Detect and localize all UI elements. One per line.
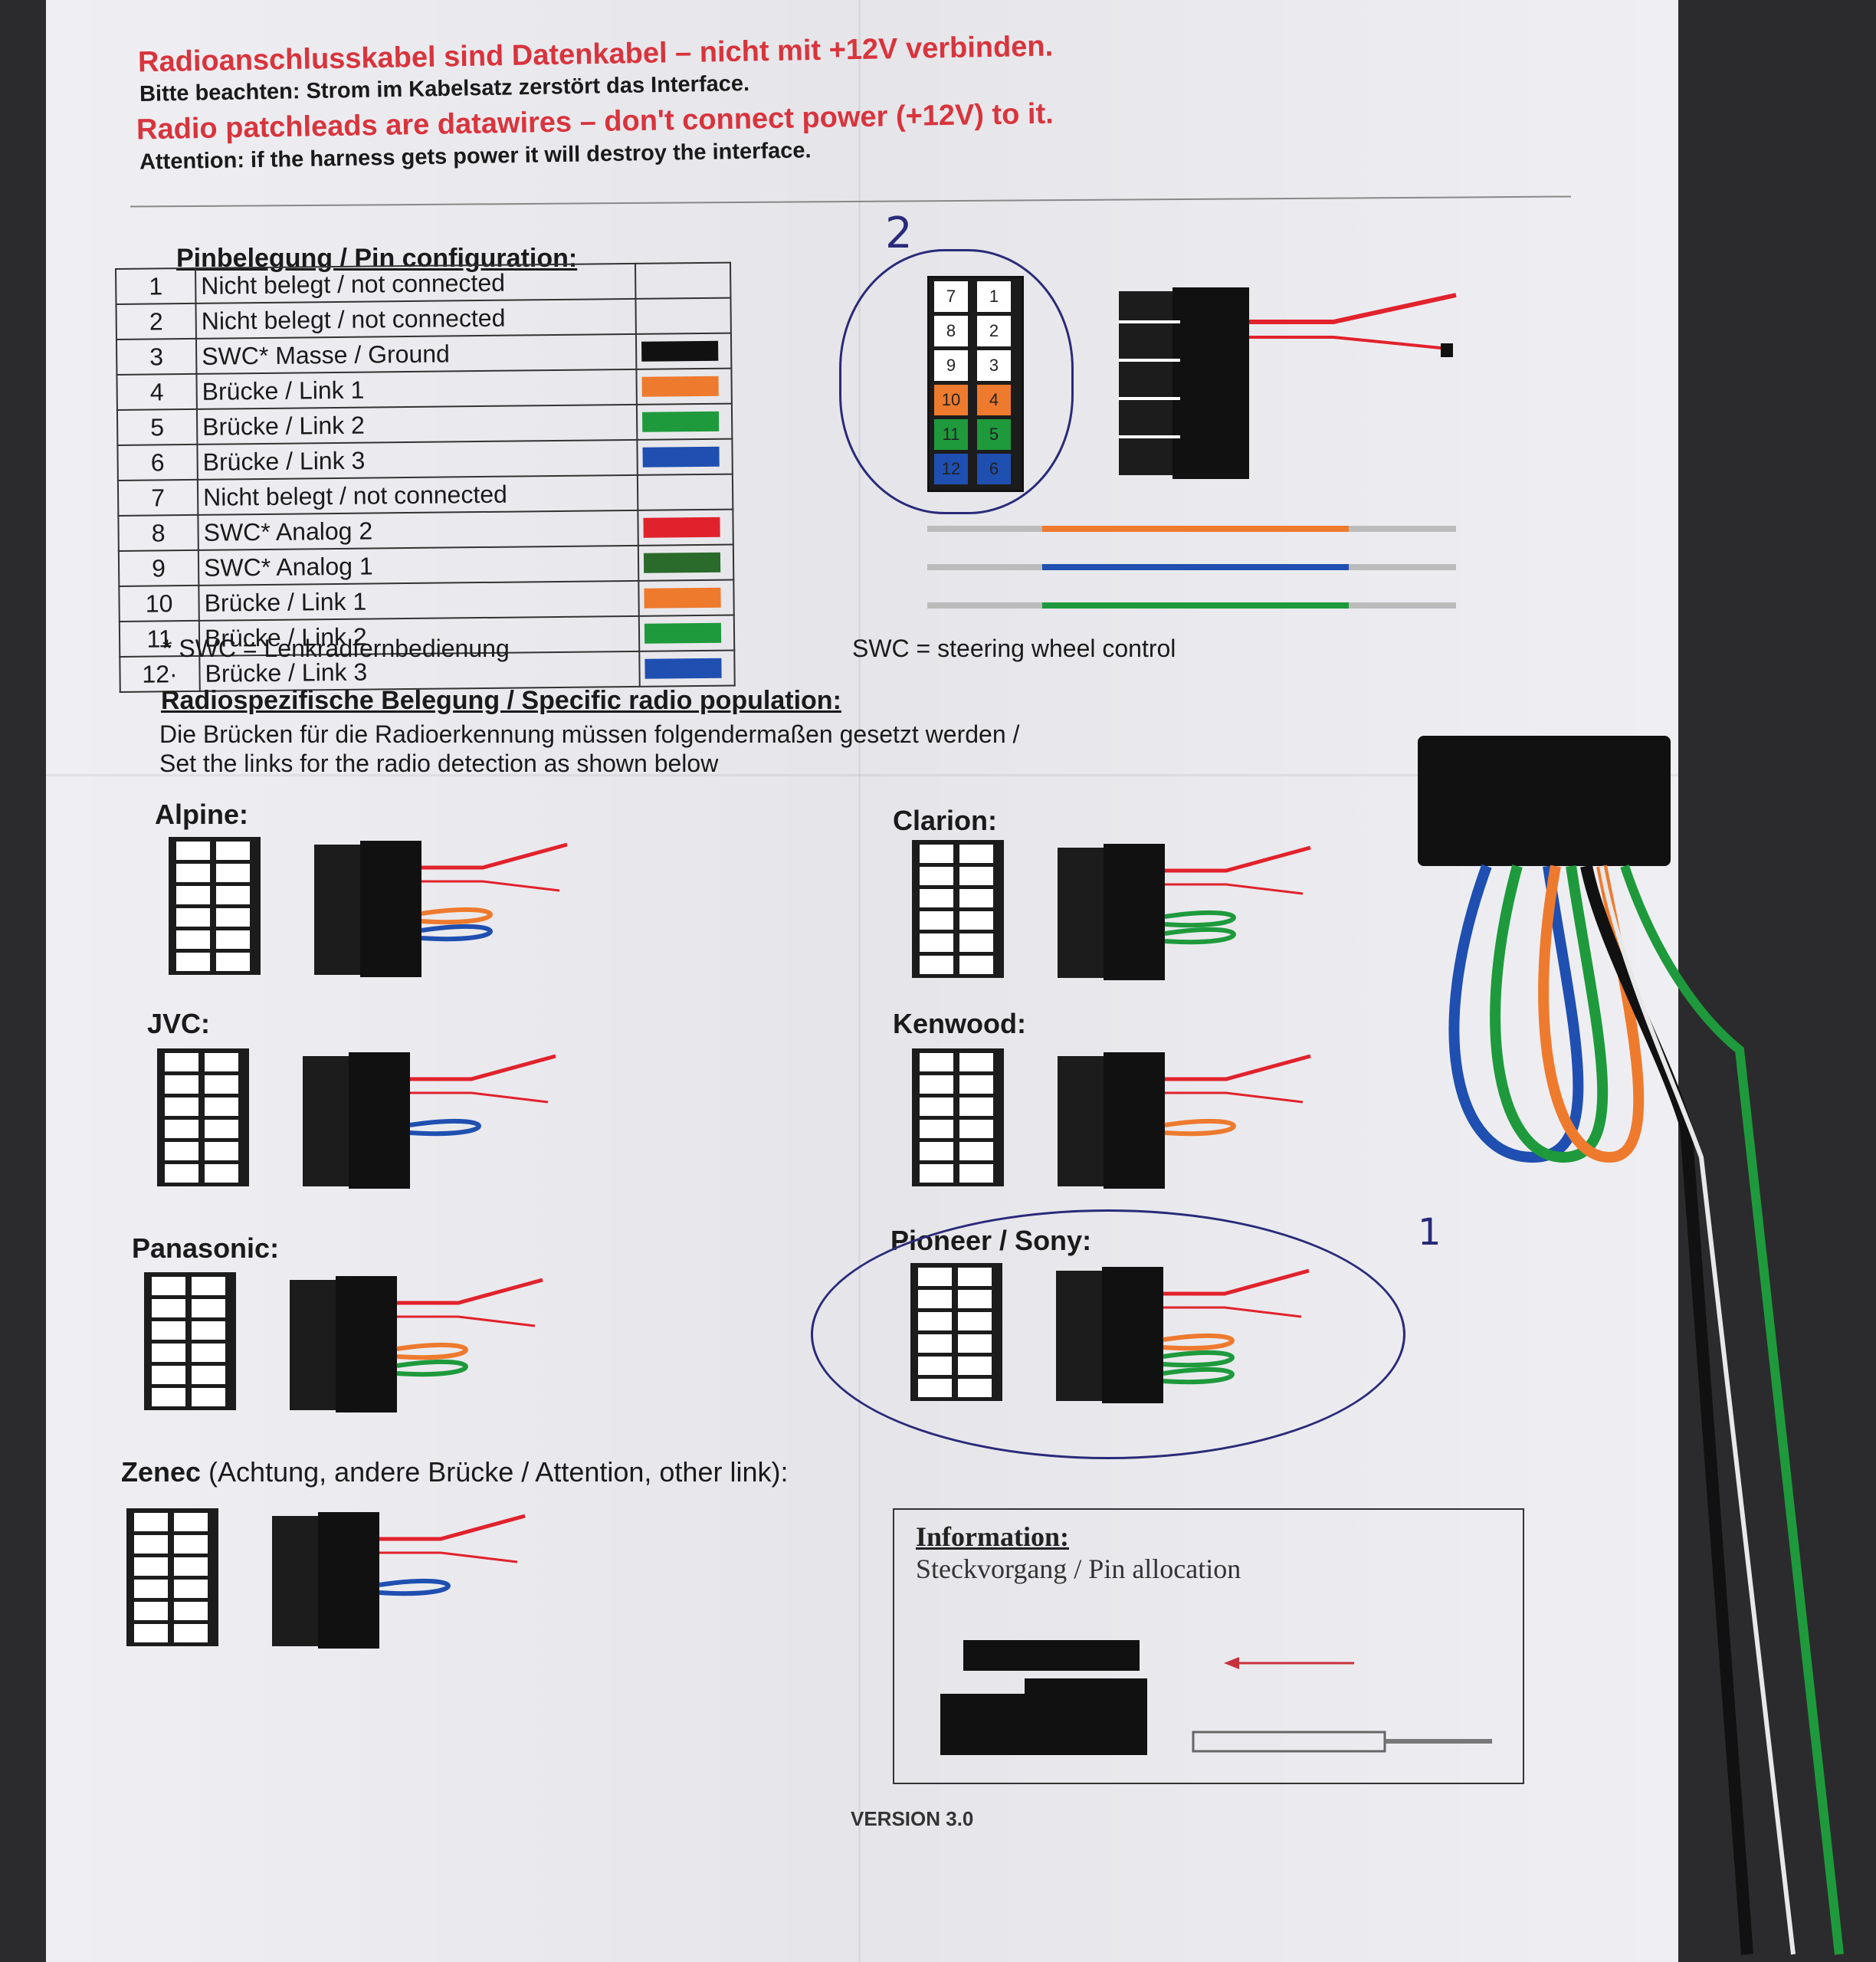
color-swatch (644, 587, 721, 609)
pin-label: Nicht belegt / not connected (195, 263, 636, 303)
pin-number: 9 (118, 550, 199, 586)
pin-label: SWC* Analog 2 (198, 510, 638, 550)
brand-connector-diagram (912, 1048, 1311, 1189)
harness-connector (1418, 736, 1671, 866)
brand-connector-diagram (910, 1263, 1310, 1403)
plug-housing (1172, 287, 1249, 479)
pin-label: Brücke / Link 1 (198, 580, 639, 621)
fold-line (46, 774, 1678, 776)
pin-number: 6 (117, 444, 198, 481)
pin-color (636, 368, 732, 405)
pin-color (638, 615, 735, 651)
handwritten-number: 2 (885, 208, 913, 258)
pin-color (638, 544, 734, 581)
pin-label: Nicht belegt / not connected (197, 474, 638, 515)
color-swatch (643, 517, 720, 538)
pin-number: 2 (116, 303, 196, 340)
plug-diagram (1119, 287, 1457, 479)
wiring-harness-photo (1418, 736, 1844, 1955)
pin-color (636, 403, 733, 440)
brand-zenec-name: Zenec (121, 1456, 202, 1488)
color-swatch (642, 411, 720, 432)
hand-drawn-circle (811, 1209, 1405, 1459)
pin-number: 4 (116, 373, 197, 410)
info-box: Information: Steckvorgang / Pin allocati… (893, 1508, 1524, 1784)
pin-number: 5 (116, 408, 198, 445)
info-subtitle: Steckvorgang / Pin allocation (916, 1554, 1241, 1584)
color-swatch (644, 658, 722, 679)
pin-color (637, 438, 733, 475)
version-label: VERSION 3.0 (851, 1807, 974, 1830)
specific-line-1: Die Brücken für die Radioerkennung müsse… (159, 720, 1020, 748)
pin-label: SWC* Analog 1 (198, 545, 639, 586)
pin-label: Brücke / Link 3 (197, 439, 638, 480)
pin-color (635, 297, 731, 334)
brand-zenec: Zenec (Achtung, andere Brücke / Attentio… (121, 1456, 788, 1488)
handwritten-number: 1 (1418, 1211, 1441, 1254)
specific-heading: Radiospezifische Belegung / Specific rad… (161, 686, 841, 715)
pin-number: 1 (116, 267, 196, 304)
pin-color (639, 650, 735, 687)
brand-clarion: Clarion: (893, 805, 998, 836)
pin-color (637, 474, 733, 510)
pin-label: SWC* Masse / Ground (195, 333, 637, 374)
pin-label: Brücke / Link 2 (196, 404, 638, 445)
pin-allocation-diagram (940, 1640, 1492, 1755)
color-swatch (644, 622, 722, 644)
fold-line (858, 0, 861, 1962)
wire-samples (927, 526, 1456, 609)
brand-jvc: JVC: (147, 1008, 211, 1039)
pin-number: 7 (117, 479, 198, 516)
pin-label: Nicht belegt / not connected (195, 298, 636, 339)
color-swatch (641, 376, 719, 397)
brand-zenec-note: (Achtung, andere Brücke / Attention, oth… (201, 1456, 789, 1488)
pin-label: Brücke / Link 1 (196, 369, 637, 409)
color-swatch (643, 552, 721, 573)
red-wire (1249, 293, 1457, 324)
brand-alpine: Alpine: (155, 799, 248, 830)
pin-config-heading: Pinbelegung / Pin configuration: (176, 244, 578, 273)
brand-connector-diagram (126, 1508, 526, 1649)
brand-connector-diagram (157, 1048, 556, 1189)
pin-number: 3 (116, 338, 197, 375)
pin-color (638, 579, 734, 616)
pin-color (635, 333, 732, 369)
pin-color (638, 509, 733, 546)
brand-connector-diagram (169, 837, 568, 977)
color-swatch (642, 446, 720, 468)
footnote-en: SWC = steering wheel control (852, 635, 1176, 662)
footnote-de: * SWC = Lenkradfernbedienung (162, 635, 510, 662)
hand-drawn-circle (839, 249, 1074, 514)
pin-number: 8 (118, 514, 198, 551)
brand-kenwood: Kenwood: (893, 1008, 1026, 1039)
specific-line-2: Set the links for the radio detection as… (159, 750, 719, 777)
pin-number: 10 (119, 585, 199, 622)
pin-color (635, 262, 731, 299)
color-swatch (641, 340, 719, 362)
info-title: Information: (916, 1521, 1069, 1552)
brand-panasonic: Panasonic: (132, 1232, 280, 1264)
brand-connector-diagram (912, 840, 1311, 980)
brand-connector-diagram (144, 1272, 543, 1412)
